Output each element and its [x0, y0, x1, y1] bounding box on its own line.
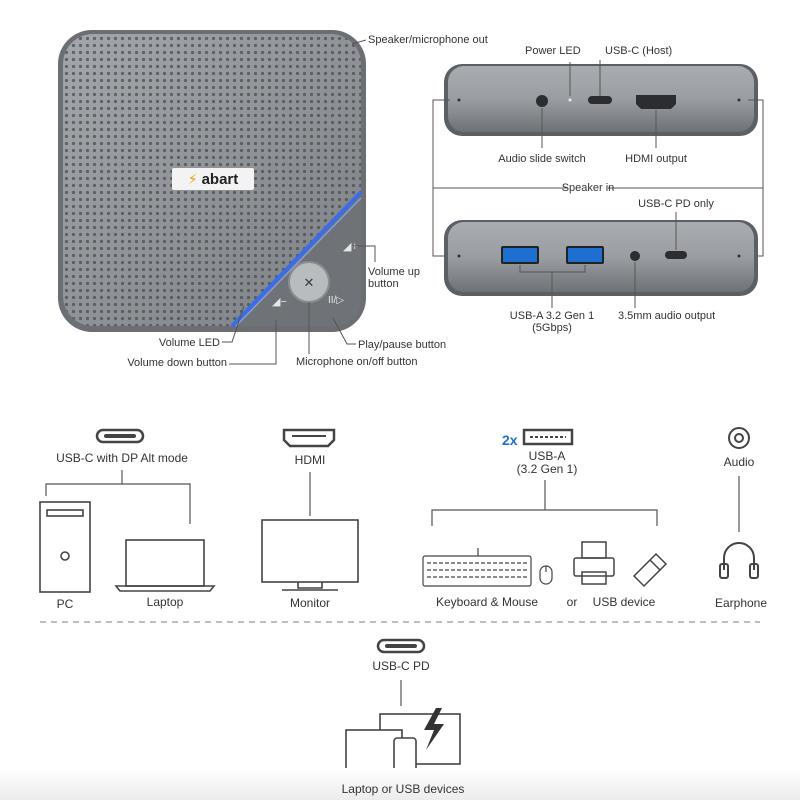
usb-stick-icon	[632, 552, 668, 588]
play-pause-icon[interactable]: II/▷	[328, 295, 344, 306]
usbc-icon	[95, 428, 145, 444]
power-led	[568, 98, 572, 102]
label-usba: USB-A	[528, 449, 566, 463]
hdmi-port	[636, 95, 676, 109]
brand-logo: ⚡abart	[172, 168, 254, 190]
label-earphone: Earphone	[714, 596, 768, 610]
label-hdmi-output: HDMI output	[625, 153, 687, 165]
volume-down-icon[interactable]: ◢−	[272, 296, 287, 308]
dock-rear	[444, 64, 758, 136]
label-or: or	[566, 595, 578, 609]
usbc-host-port	[588, 96, 612, 104]
usbc-pd-port	[665, 251, 687, 259]
label-volume-down: Volume down button	[127, 357, 227, 369]
dock-front-callouts	[519, 212, 677, 308]
label-usba-gen-2: (3.2 Gen 1)	[516, 462, 578, 476]
usbc-pd-icon	[376, 638, 426, 654]
label-laptop-usb-devices: Laptop or USB devices	[341, 782, 465, 796]
label-usbc-dp: USB-C with DP Alt mode	[56, 451, 188, 465]
audio-jack-icon	[728, 427, 750, 449]
bottom-fade	[0, 768, 800, 800]
label-hdmi: HDMI	[294, 453, 326, 467]
label-volume-led: Volume LED	[158, 337, 220, 349]
usba-port-1	[501, 246, 539, 264]
charging-bolt-icon	[424, 708, 444, 750]
usba-port-2	[566, 246, 604, 264]
audio-jack	[630, 251, 640, 261]
label-speaker-in: Speaker in	[561, 182, 615, 194]
label-power-led: Power LED	[525, 45, 581, 57]
label-volume-up: Volume up button	[368, 266, 420, 290]
label-usbc-pd: USB-C PD	[372, 659, 430, 673]
label-pc: PC	[56, 597, 74, 611]
speaker-device: ✕ ◢+ ◢− II/▷	[58, 30, 366, 332]
printer-icon	[573, 541, 615, 585]
label-play-pause: Play/pause button	[358, 339, 447, 351]
speaker-callouts	[222, 39, 376, 365]
earphone-icon	[719, 542, 759, 579]
label-usbc-host: USB-C (Host)	[605, 45, 673, 57]
hdmi-icon	[282, 428, 336, 448]
pc-icon	[39, 501, 91, 593]
audio-slide-switch[interactable]	[536, 95, 548, 107]
laptop-icon	[114, 539, 216, 592]
usba-branch-lines	[431, 480, 658, 526]
devices-icon	[340, 713, 461, 777]
label-usba-speed: (5Gbps)	[532, 322, 572, 334]
usba-icon	[522, 428, 574, 446]
volume-led	[230, 190, 363, 328]
usbc-branch-lines	[45, 470, 191, 524]
keyboard-icon	[422, 548, 532, 587]
label-laptop: Laptop	[146, 595, 184, 609]
label-usbc-pd-only: USB-C PD only	[638, 198, 714, 210]
label-audio-output: 3.5mm audio output	[618, 310, 716, 322]
monitor-icon	[261, 519, 359, 591]
dock-front	[444, 220, 758, 296]
label-audio: Audio	[723, 455, 755, 469]
mouse-icon	[539, 565, 553, 585]
label-speaker-mic-out: Speaker/microphone out	[368, 34, 488, 46]
volume-up-icon[interactable]: ◢+	[343, 241, 358, 253]
label-audio-switch: Audio slide switch	[498, 153, 586, 165]
label-monitor: Monitor	[289, 596, 331, 610]
label-mic-toggle: Microphone on/off button	[296, 356, 418, 368]
mic-off-icon: ✕	[304, 275, 315, 290]
label-usba-gen: USB-A 3.2 Gen 1	[509, 310, 595, 322]
usba-count: 2x	[502, 432, 518, 448]
label-usb-device: USB device	[592, 595, 656, 609]
label-keyboard-mouse: Keyboard & Mouse	[435, 595, 539, 609]
